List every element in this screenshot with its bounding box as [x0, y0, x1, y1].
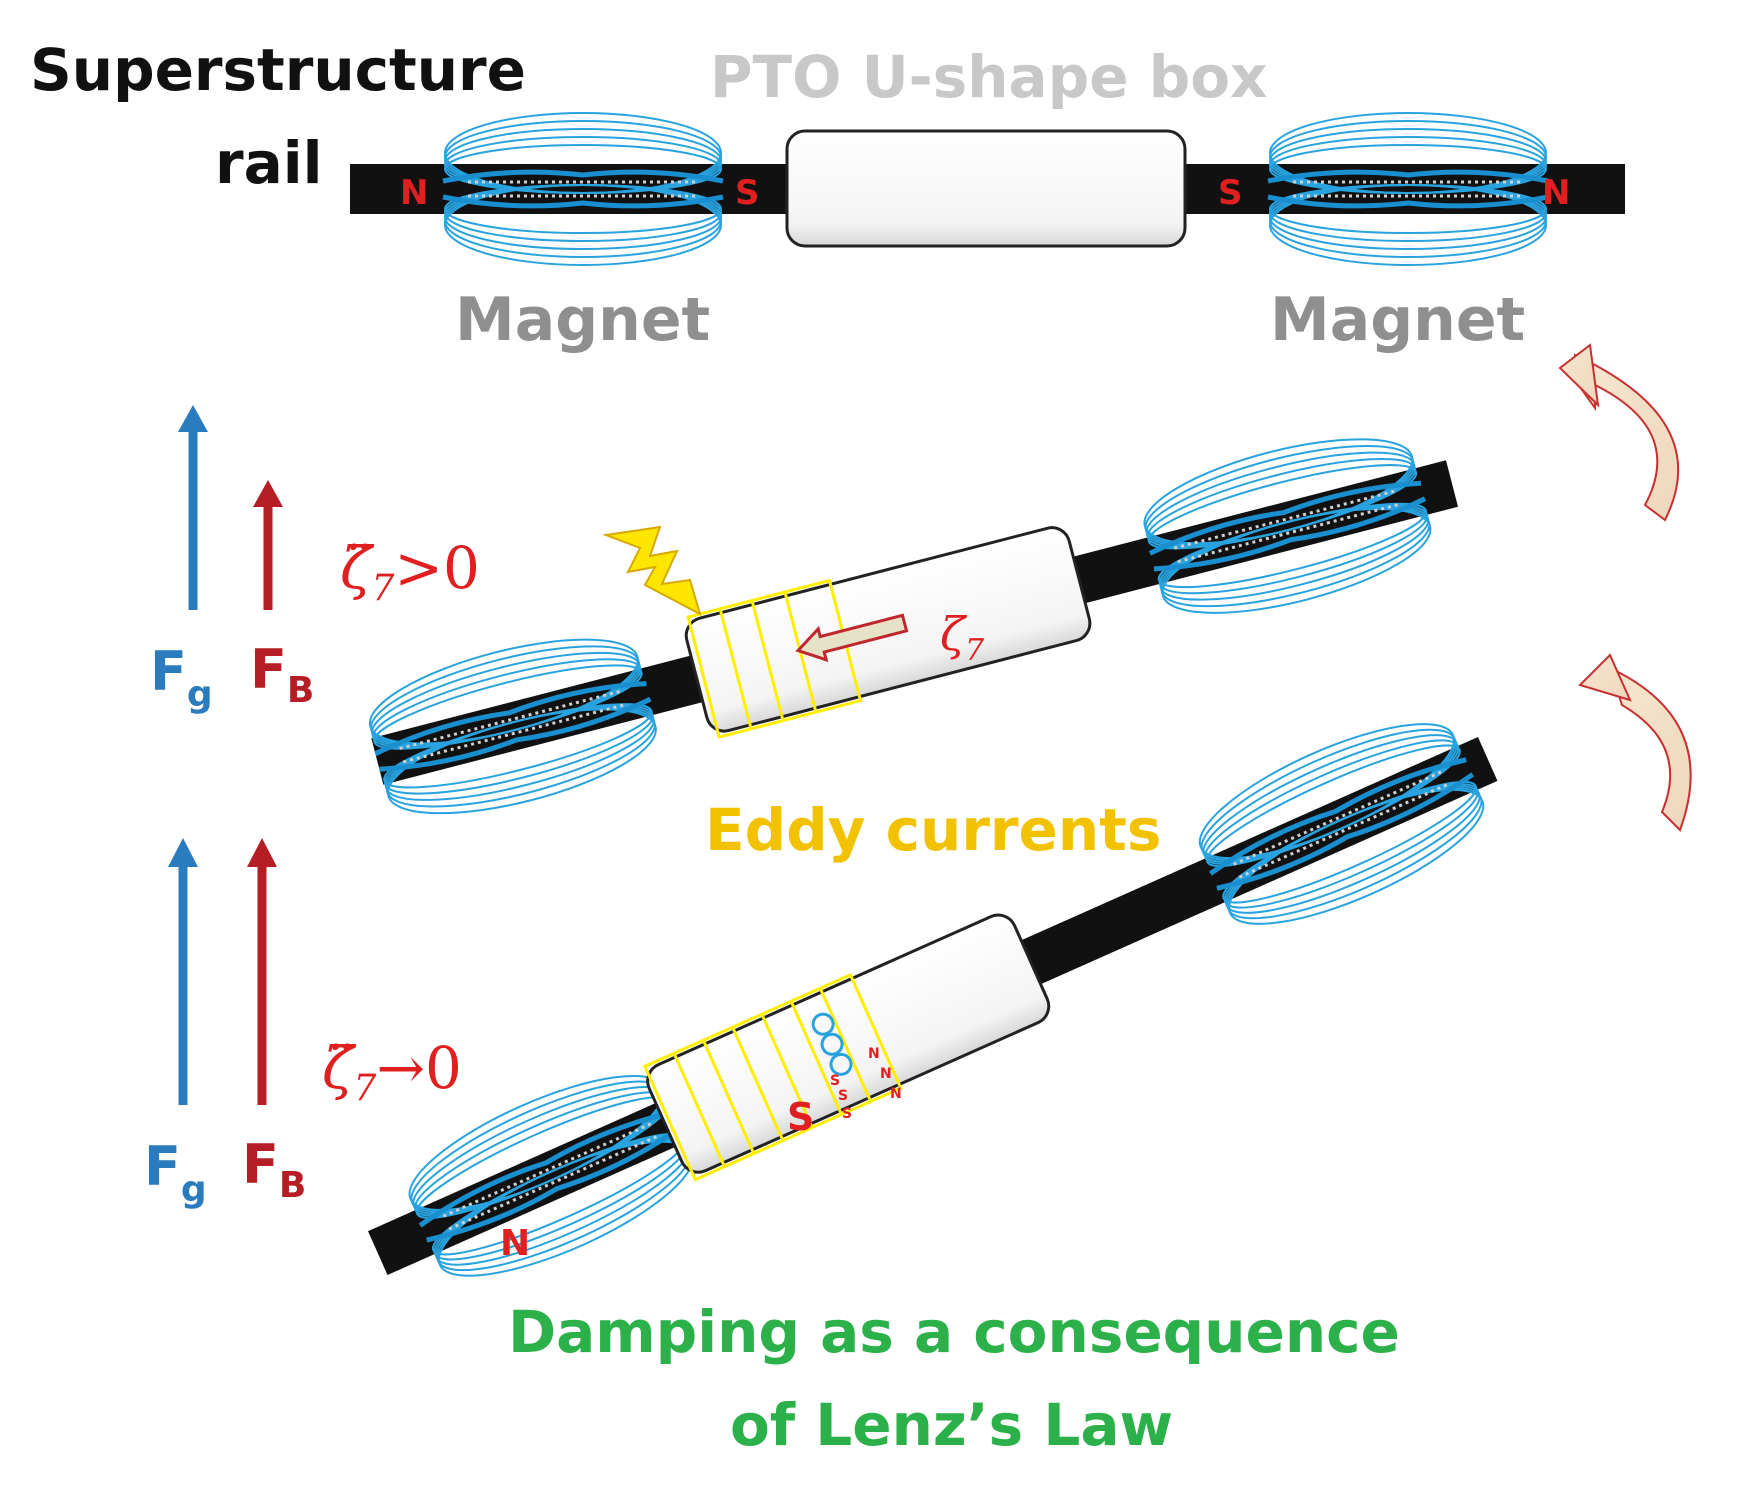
induced-loops [811, 1012, 853, 1076]
gravity-force-label-upper: Fg [150, 640, 213, 715]
buoyancy-force-label-upper: FB [250, 638, 314, 711]
gravity-arrowhead-lower [168, 838, 198, 867]
damping-label-line1: Damping as a consequence [508, 1298, 1400, 1366]
force-arrows-upper [178, 405, 283, 610]
top-right-south-pole: S [1218, 173, 1243, 213]
buoyancy-arrowhead-upper [253, 480, 283, 507]
bottom-rail-assembly [367, 689, 1519, 1322]
bottom-north-pole: N [500, 1223, 530, 1264]
superstructure-label: Superstructure [30, 36, 526, 104]
rail-label: rail [215, 129, 323, 197]
lightning-icon [602, 525, 702, 616]
eddy-currents-label: Eddy currents [705, 796, 1161, 864]
svg-text:S: S [838, 1088, 848, 1104]
middle-rail-assembly [358, 410, 1459, 835]
magnet-left-label: Magnet [455, 285, 710, 355]
velocity-arrow [795, 613, 909, 663]
top-rail-assembly: N S S N [350, 113, 1625, 265]
svg-text:S: S [842, 1106, 852, 1122]
rotation-arrow-lower [1608, 666, 1692, 832]
induced-pole-letters: S S S N N N [830, 1046, 902, 1122]
rotation-arrow-upper-head [1558, 343, 1600, 408]
damping-label-line2: of Lenz’s Law [730, 1391, 1173, 1459]
accel-zero-label: ζ̈7→0 [322, 1034, 462, 1109]
rotation-arrow-lower-head [1578, 653, 1632, 702]
magnet-right-label: Magnet [1270, 285, 1525, 355]
svg-text:N: N [880, 1066, 892, 1082]
pto-box-label: PTO U-shape box [710, 43, 1268, 111]
gravity-arrowhead-upper [178, 405, 208, 432]
svg-text:N: N [868, 1046, 880, 1062]
top-right-north-pole: N [1542, 173, 1570, 213]
svg-text:N: N [890, 1086, 902, 1102]
svg-text:S: S [830, 1073, 840, 1089]
gravity-force-label-lower: Fg [144, 1135, 207, 1210]
bottom-eddy-coil [642, 972, 903, 1182]
force-arrows-lower [168, 838, 277, 1105]
top-left-north-pole: N [400, 173, 428, 213]
top-pto-box [785, 129, 1187, 248]
top-left-south-pole: S [735, 173, 760, 213]
accel-positive-label: ζ̈7>0 [340, 534, 480, 609]
velocity-zeta-label: ζ7 [940, 607, 985, 668]
buoyancy-arrowhead-lower [247, 838, 277, 867]
bottom-pto-box [646, 913, 1051, 1174]
buoyancy-force-label-lower: FB [242, 1133, 306, 1206]
box-south-pole: S [787, 1095, 814, 1139]
